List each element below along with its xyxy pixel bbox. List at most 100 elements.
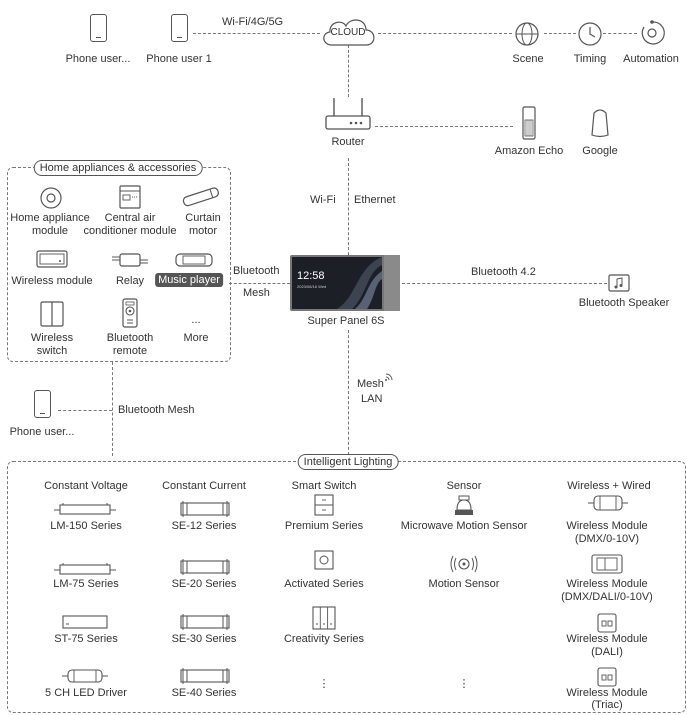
column-header-constant-current: Constant Current	[162, 480, 246, 492]
super-panel-device: 12:58 2023/08/16 Wed	[290, 255, 400, 311]
wireless-dmx-module-icon	[588, 495, 628, 511]
bluetooth-remote-label: Bluetooth	[106, 332, 154, 344]
se-driver-icon	[180, 501, 230, 517]
5ch-led-driver-label: 5 CH LED Driver	[45, 687, 127, 699]
timing-label: Timing	[573, 53, 607, 65]
activated-series-label: Activated Series	[284, 578, 364, 590]
mesh-label: Mesh	[357, 378, 384, 390]
link-panel-speaker	[402, 283, 607, 284]
link-group-panel	[229, 283, 290, 284]
led-driver-long-icon	[54, 563, 116, 575]
ac-module-icon	[119, 185, 141, 209]
creativity-switch-icon	[312, 606, 336, 630]
bluetooth-mesh-link-label-2: Mesh	[243, 287, 270, 299]
link-router-panel	[348, 158, 349, 255]
wireless-dali-module-icon	[597, 613, 617, 633]
se-40-label: SE-40 Series	[171, 687, 237, 699]
automation-icon	[641, 20, 665, 45]
router-label: Router	[331, 136, 365, 148]
link-cloud-scene	[378, 33, 512, 34]
curtain-label-2: motor	[188, 225, 218, 237]
microwave-sensor-label: Microwave Motion Sensor	[400, 520, 528, 532]
wireless-module-triac-label: Wireless Module	[566, 687, 648, 699]
link-timing-automation	[603, 33, 637, 34]
ethernet-label: Ethernet	[354, 194, 396, 206]
relay-icon	[112, 253, 148, 267]
bluetooth-mesh-link-label: Bluetooth	[233, 265, 280, 277]
microwave-sensor-icon	[455, 495, 473, 515]
curtain-motor-icon	[182, 187, 219, 207]
curtain-label: Curtain	[185, 212, 221, 224]
phone-user-1-label: Phone user 1	[146, 53, 212, 65]
super-panel-label: Super Panel 6S	[307, 315, 385, 327]
led-driver-5ch-icon	[62, 669, 108, 683]
cloud-icon	[323, 19, 375, 46]
link-group-lighting	[112, 362, 113, 456]
bluetooth-remote-icon	[122, 298, 138, 328]
globe-icon	[515, 22, 539, 46]
speaker-icon	[608, 274, 630, 292]
cloud-label: CLOUD	[330, 27, 366, 38]
panel-time: 12:58	[297, 270, 325, 282]
lm-75-label: LM-75 Series	[53, 578, 119, 590]
central-air-label-2: conditioner module	[83, 225, 177, 237]
column-header-wireless-wired: Wireless + Wired	[567, 480, 651, 492]
wireless-module-dali-label: Wireless Module	[566, 633, 648, 645]
sensor-more: ⋮	[458, 678, 470, 690]
se-30-label: SE-30 Series	[171, 633, 237, 645]
phone-user-label: Phone user...	[65, 53, 131, 65]
wireless-module-multi-label-2: (DMX/DALI/0-10V)	[561, 591, 653, 603]
premium-series-label: Premium Series	[284, 520, 364, 532]
scene-label: Scene	[512, 53, 544, 65]
premium-switch-icon	[314, 494, 334, 516]
home-appliance-label-2: module	[31, 225, 69, 237]
music-player-label: Music player	[155, 273, 223, 287]
bluetooth-mesh-label: Bluetooth Mesh	[118, 404, 195, 416]
link-panel-lighting	[348, 330, 349, 455]
router-icon	[325, 98, 371, 130]
music-player-icon	[175, 253, 213, 267]
se-12-label: SE-12 Series	[171, 520, 237, 532]
smart-switch-more: ⋮	[318, 678, 330, 690]
creativity-series-label: Creativity Series	[283, 633, 365, 645]
column-header-constant-voltage: Constant Voltage	[44, 480, 128, 492]
home-appliances-title: Home appliances & accessories	[33, 160, 203, 176]
clock-icon	[578, 22, 602, 46]
wifi-label: Wi-Fi	[310, 194, 336, 206]
led-driver-long-icon	[54, 503, 116, 515]
se-driver-icon	[180, 559, 230, 575]
home-appliance-label: Home appliance	[10, 212, 90, 224]
wireless-module-icon	[36, 250, 68, 268]
wireless-module-triac-label-2: (Triac)	[591, 699, 623, 711]
intelligent-lighting-title: Intelligent Lighting	[297, 454, 399, 470]
link-phone-mesh	[58, 410, 112, 411]
wireless-module-dmx-label-2: (DMX/0-10V)	[574, 533, 640, 545]
wireless-module-dali-label-2: (DALI)	[591, 646, 623, 658]
relay-label: Relay	[115, 275, 145, 287]
phone-icon	[171, 14, 188, 42]
appliance-module-icon	[40, 187, 62, 209]
google-speaker-icon	[591, 109, 609, 138]
link-scene-timing	[544, 33, 576, 34]
wireless-dali-dmx-module-icon	[591, 554, 623, 574]
panel-date: 2023/08/16 Wed	[297, 284, 327, 289]
column-header-sensor: Sensor	[446, 480, 482, 492]
automation-label: Automation	[623, 53, 679, 65]
more-dots: ...	[191, 314, 201, 326]
wireless-switch-label-2: switch	[36, 345, 68, 357]
phone-icon	[34, 390, 51, 418]
wireless-switch-label: Wireless	[30, 332, 74, 344]
motion-sensor-label: Motion Sensor	[428, 578, 500, 590]
lm-150-label: LM-150 Series	[50, 520, 122, 532]
activated-switch-icon	[314, 550, 334, 570]
se-driver-icon	[180, 668, 230, 684]
wireless-triac-module-icon	[597, 667, 617, 687]
central-air-label: Central air	[104, 212, 156, 224]
st-driver-icon	[62, 615, 108, 629]
panel-screen: 12:58 2023/08/16 Wed	[292, 257, 382, 309]
amazon-echo-icon	[522, 106, 536, 140]
wifi-4g-5g-label: Wi-Fi/4G/5G	[222, 16, 284, 28]
phone-user-mesh-label: Phone user...	[9, 426, 75, 438]
google-label: Google	[582, 145, 618, 157]
link-phone-cloud	[193, 33, 320, 34]
